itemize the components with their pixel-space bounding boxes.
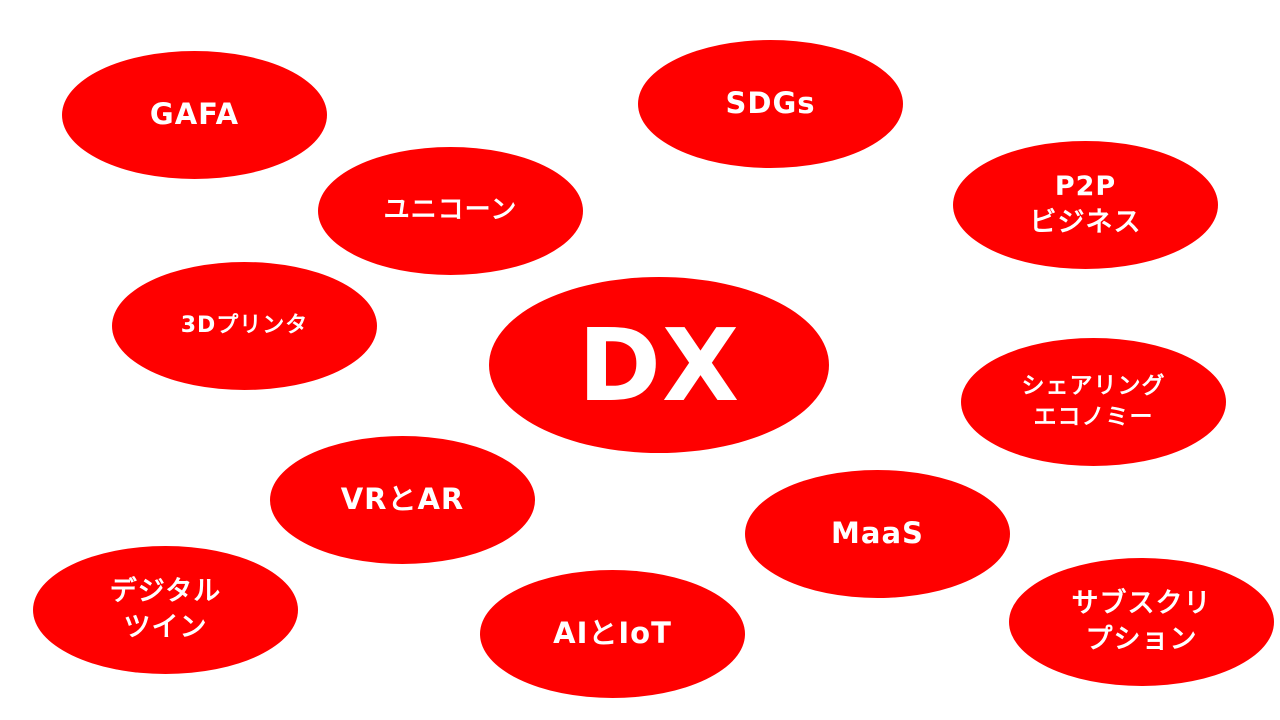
term-label: P2P ビジネス	[1029, 170, 1142, 238]
term-label: SDGs	[725, 86, 816, 121]
term-label: サブスクリ プション	[1071, 587, 1212, 655]
term-label: MaaS	[831, 516, 924, 551]
term-bubble-unicorn: ユニコーン	[318, 147, 583, 275]
term-label: VRとAR	[340, 482, 465, 517]
term-label: GAFA	[149, 97, 240, 132]
term-bubble-subscription: サブスクリ プション	[1009, 558, 1274, 686]
term-bubble-vr-ar: VRとAR	[270, 436, 535, 564]
center-label: DX	[577, 306, 741, 424]
term-label: AIとIoT	[553, 616, 672, 651]
term-label: デジタル ツイン	[109, 575, 222, 643]
term-bubble-3d-printer: 3Dプリンタ	[112, 262, 377, 390]
center-bubble-dx: DX	[489, 277, 829, 453]
term-bubble-p2p: P2P ビジネス	[953, 141, 1218, 269]
term-bubble-sharing-economy: シェアリング エコノミー	[961, 338, 1226, 466]
term-bubble-ai-iot: AIとIoT	[480, 570, 745, 698]
term-label: ユニコーン	[383, 195, 518, 226]
term-label: 3Dプリンタ	[180, 313, 309, 339]
term-label: シェアリング エコノミー	[1021, 372, 1166, 430]
term-bubble-sdgs: SDGs	[638, 40, 903, 168]
term-bubble-digital-twin: デジタル ツイン	[33, 546, 298, 674]
term-bubble-gafa: GAFA	[62, 51, 327, 179]
term-bubble-maas: MaaS	[745, 470, 1010, 598]
